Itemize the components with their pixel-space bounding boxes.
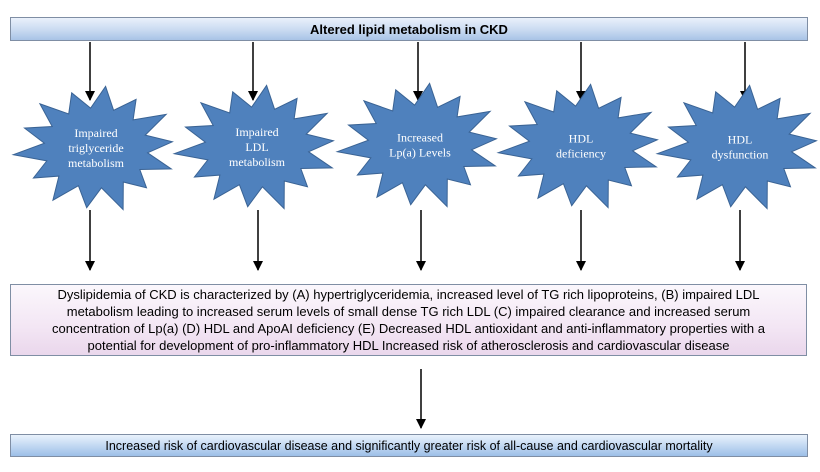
summary-box: Dyslipidemia of CKD is characterized by …: [10, 284, 807, 356]
star-label-line: HDL: [728, 133, 753, 147]
summary-line: potential for development of pro-inflamm…: [87, 338, 730, 353]
star-label-line: metabolism: [229, 155, 286, 169]
star-label-line: Lp(a) Levels: [389, 146, 451, 160]
starburst-shape: [655, 84, 818, 210]
summary-line: metabolism leading to increased serum le…: [66, 304, 751, 319]
star-label-line: deficiency: [556, 147, 606, 161]
starburst-shape: [172, 84, 335, 210]
star-label-line: Impaired: [235, 125, 278, 139]
star-label-line: dysfunction: [712, 148, 769, 162]
star-label-line: metabolism: [68, 156, 125, 170]
arrows-layer: [85, 42, 750, 429]
summary-line: Dyslipidemia of CKD is characterized by …: [57, 287, 760, 302]
star-label-line: Increased: [397, 131, 443, 145]
outcome-text: Increased risk of cardiovascular disease…: [105, 438, 713, 453]
title-box: Altered lipid metabolism in CKD: [10, 17, 808, 41]
star-label-line: Impaired: [74, 126, 117, 140]
star-label-line: LDL: [245, 140, 268, 154]
starburst-shape: [335, 82, 498, 208]
star-label-line: HDL: [569, 132, 594, 146]
title-text: Altered lipid metabolism in CKD: [310, 21, 508, 37]
summary-text: Dyslipidemia of CKD is characterized by …: [52, 286, 765, 354]
starburst-shape: [11, 85, 174, 211]
starburst-shape: [496, 83, 659, 209]
summary-line: concentration of Lp(a) (D) HDL and ApoAI…: [52, 321, 765, 336]
star-label-line: triglyceride: [68, 141, 123, 155]
outcome-box: Increased risk of cardiovascular disease…: [10, 434, 808, 457]
stars-layer: ImpairedtriglyceridemetabolismImpairedLD…: [11, 82, 818, 211]
